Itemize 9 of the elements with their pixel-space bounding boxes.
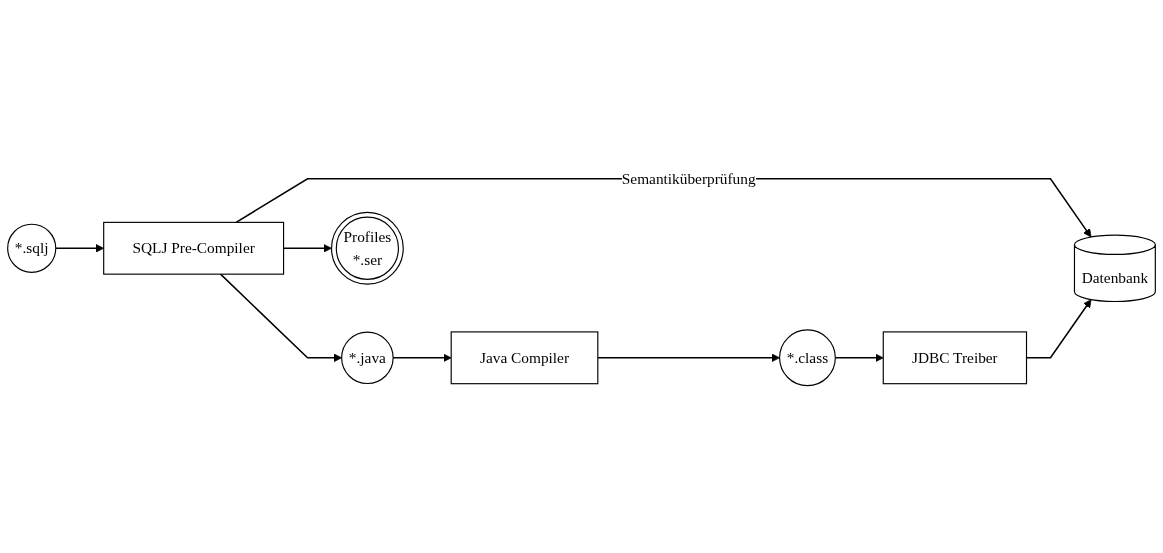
edge-label: Semantiküberprüfung <box>621 170 756 187</box>
node-circle: *.sqlj <box>7 223 57 273</box>
node-box: Java Compiler <box>450 331 599 385</box>
node-circle: *.class <box>779 329 836 387</box>
node-circle: *.java <box>341 331 394 385</box>
node-box: JDBC Treiber <box>882 331 1028 385</box>
arrow <box>597 353 780 363</box>
node-circle: Profiles *.ser <box>330 211 404 285</box>
node-box: SQLJ Pre-Compiler <box>103 221 285 275</box>
